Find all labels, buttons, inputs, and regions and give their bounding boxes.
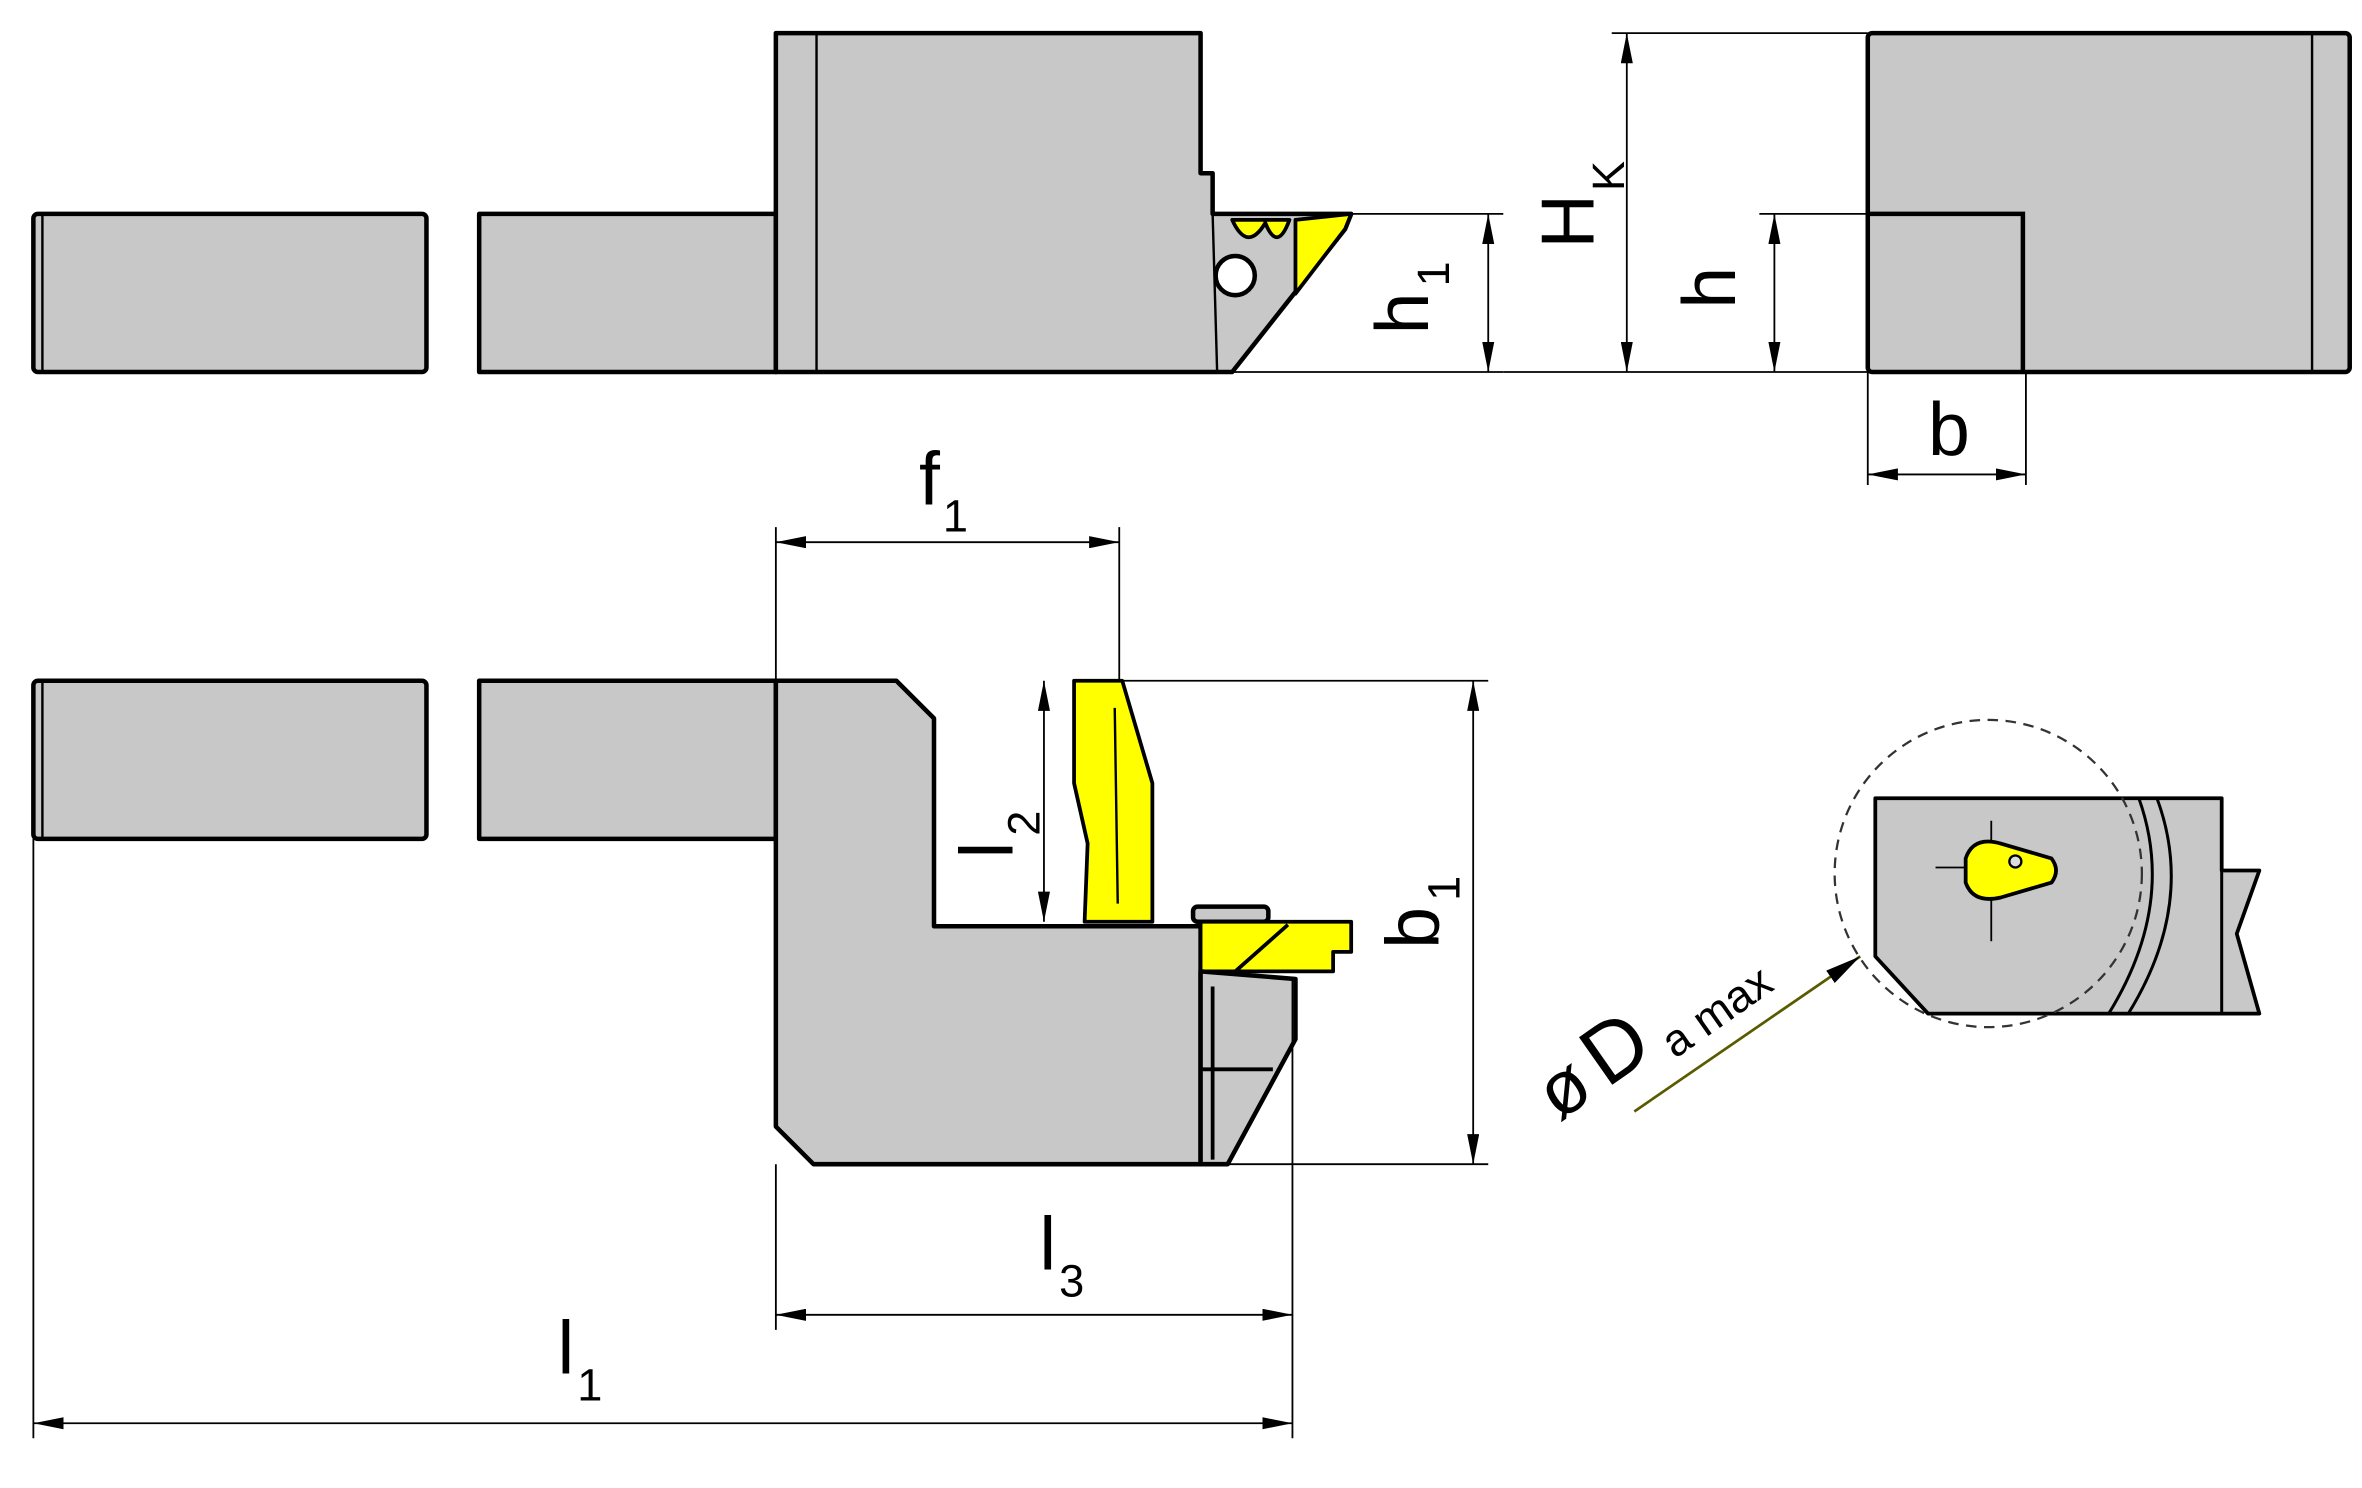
label-b: b [1928, 387, 1970, 471]
detail-view: øDa max [1515, 718, 2262, 1143]
label-HK: HK [1526, 161, 1634, 249]
shank-left [31, 211, 429, 375]
end-view: h b [1667, 30, 2352, 485]
end-body [1865, 30, 2352, 375]
insert-head [1198, 919, 1354, 974]
insert-blade [1072, 678, 1155, 924]
insert-detail [1963, 839, 2058, 901]
shank-right-plan [476, 678, 779, 842]
head-side [773, 30, 1354, 375]
shank-right [476, 211, 779, 375]
insert-clamp [1230, 218, 1292, 240]
leader-Da [1633, 955, 1862, 1113]
dashed-diameter-circle [1833, 718, 2144, 1029]
label-l2: l2 [944, 811, 1049, 859]
side-view: h1 HK [31, 30, 1868, 375]
detail-body [1873, 796, 2262, 1016]
insert-side [1293, 211, 1354, 296]
label-Da: øDa max [1515, 914, 1781, 1143]
label-h1: h1 [1360, 261, 1459, 334]
label-b1: b1 [1371, 876, 1470, 949]
shank-left-plan [31, 678, 429, 842]
screw-icon [1213, 253, 1258, 298]
label-h: h [1667, 267, 1751, 309]
